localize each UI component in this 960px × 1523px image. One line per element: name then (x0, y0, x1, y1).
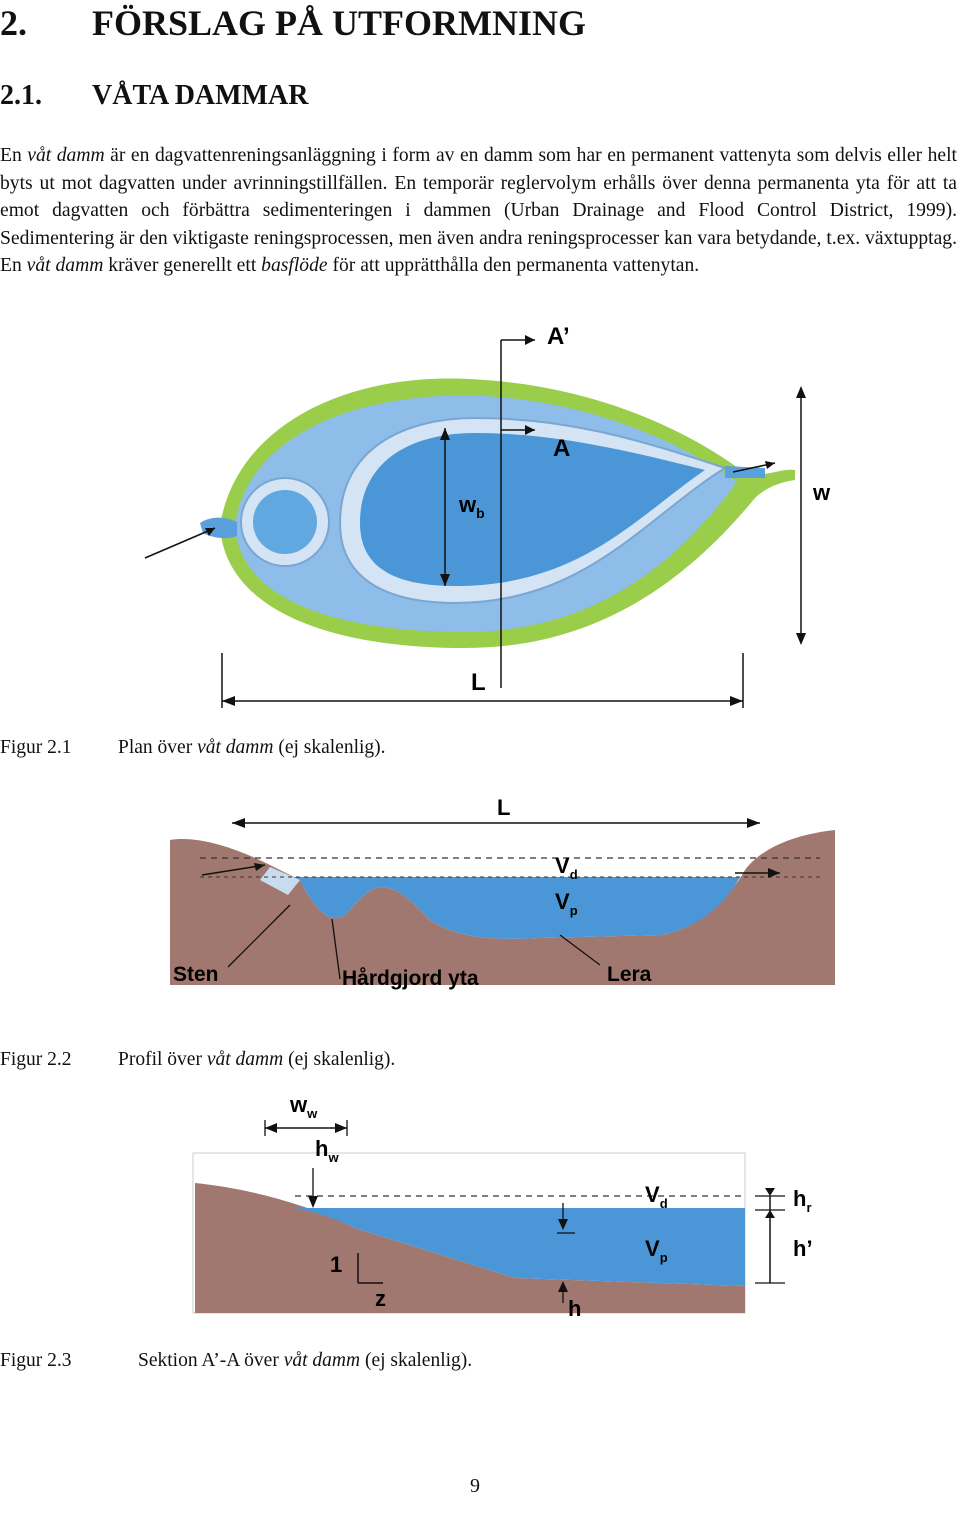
label-l: L (497, 795, 510, 820)
caption-run: (ej skalenlig). (360, 1350, 473, 1371)
figure-section: ww hw 1 z h Vd Vp hr h’ (192, 1092, 813, 1321)
paragraph-run: kräver generellt ett (103, 255, 262, 277)
water-profile (270, 877, 740, 939)
label-hardgjord-yta: Hårdgjord yta (342, 967, 479, 990)
label-vp: Vp (645, 1236, 668, 1265)
label-ww: ww (289, 1092, 318, 1121)
figure-1-text: Plan över våt damm (ej skalenlig). (118, 737, 386, 759)
caption-run: (ej skalenlig). (273, 737, 386, 758)
paragraph-run: för att upprätthålla den permanenta vatt… (327, 255, 700, 277)
label-slope-one: 1 (330, 1252, 342, 1277)
label-hprime: h’ (793, 1236, 813, 1261)
section-heading: 2. FÖRSLAG PÅ UTFORMNING (0, 2, 586, 44)
paragraph-run: är en dagvattenreningsanläggning i form … (0, 145, 957, 277)
figure-1-label: Figur 2.1 (0, 737, 72, 758)
inflow-arrow (144, 527, 216, 559)
figure-3-text: Sektion A’-A över våt damm (ej skalenlig… (138, 1350, 472, 1372)
label-h: h (568, 1296, 581, 1321)
pond-water (360, 433, 705, 586)
paragraph-run: En (0, 145, 28, 166)
figure-3-label: Figur 2.3 (0, 1350, 72, 1371)
caption-run: Sektion A’-A över (138, 1350, 284, 1371)
label-l: L (471, 669, 486, 696)
label-lera: Lera (607, 963, 652, 986)
subsection-title: VÅTA DAMMAR (92, 80, 309, 111)
caption-run: våt damm (206, 1049, 284, 1070)
caption-run: våt damm (283, 1350, 361, 1371)
label-sten: Sten (173, 963, 219, 986)
caption-run: Plan över (118, 737, 198, 758)
forebay-water (253, 490, 317, 554)
subsection-heading: 2.1. VÅTA DAMMAR (0, 80, 308, 112)
label-vd: Vd (645, 1182, 668, 1211)
caption-run: våt damm (197, 737, 274, 758)
figure-2-label: Figur 2.2 (0, 1049, 72, 1070)
subsection-number: 2.1. (0, 80, 42, 111)
water-section (295, 1208, 745, 1286)
outlet-channel (725, 466, 765, 478)
label-w: w (812, 480, 831, 505)
label-hw: hw (315, 1136, 339, 1165)
label-hr: hr (793, 1186, 812, 1215)
stone-lining (260, 867, 300, 895)
section-title: FÖRSLAG PÅ UTFORMNING (92, 3, 586, 43)
section-number: 2. (0, 3, 27, 43)
paragraph-run: våt damm (27, 145, 105, 166)
body-paragraph: En våt damm är en dagvattenreningsanlägg… (0, 142, 957, 280)
figure-plan-view: A’ A wb w L (130, 323, 831, 708)
inflow-arrow (201, 864, 266, 876)
figure-2-text: Profil över våt damm (ej skalenlig). (118, 1049, 395, 1071)
figure-profile: L Vd Vp Sten Hårdgjord yta Lera (145, 795, 850, 990)
caption-run: (ej skalenlig). (283, 1049, 396, 1070)
paragraph-run: basflöde (261, 255, 328, 277)
label-vd: Vd (555, 853, 578, 882)
paragraph-run: våt damm (26, 255, 104, 277)
soil-section (195, 1183, 745, 1313)
label-wb: wb (458, 492, 485, 521)
label-a-prime: A’ (547, 323, 570, 350)
label-vp: Vp (555, 889, 578, 918)
label-a: A (553, 435, 570, 462)
page-number: 9 (470, 1475, 480, 1497)
label-slope-z: z (375, 1286, 386, 1311)
caption-run: Profil över (118, 1049, 207, 1070)
